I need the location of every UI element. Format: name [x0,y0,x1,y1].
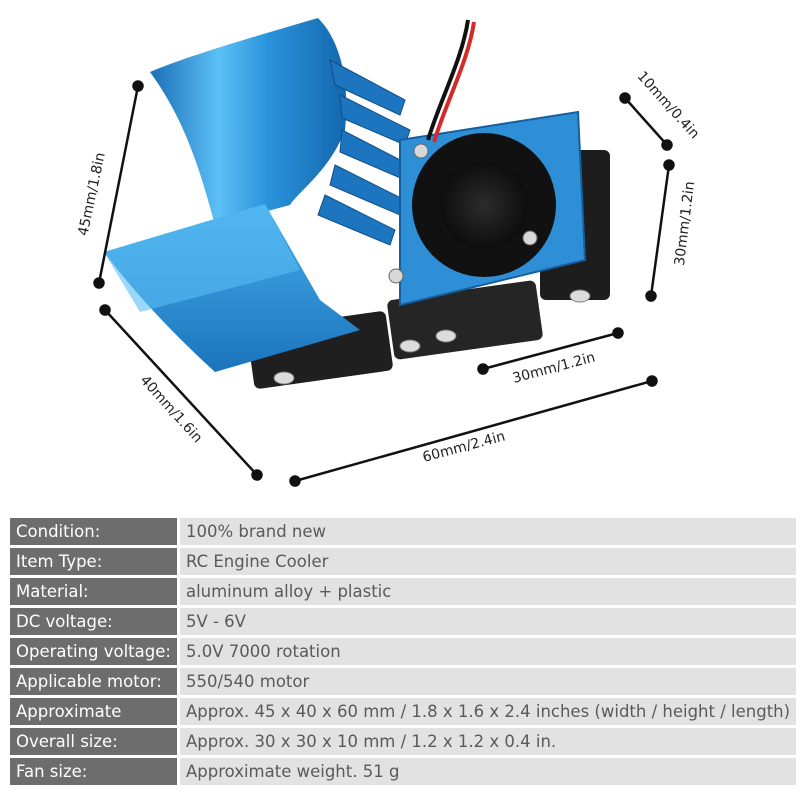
screw [522,230,538,246]
motor-heatsink [104,18,610,389]
spec-table: Condition:100% brand new Item Type:RC En… [10,515,797,788]
dim-label-fan-thickness: 10mm/0.4in [634,68,703,142]
spec-value: 5V - 6V [176,608,797,635]
table-row: Condition:100% brand new [10,518,797,545]
spec-value: Approximate weight. 51 g [176,758,797,785]
table-row: Fan size:Approximate weight. 51 g [10,758,797,785]
spec-label: Approximate [10,698,177,725]
spec-label: Material: [10,578,177,605]
spec-value: RC Engine Cooler [176,548,797,575]
dim-label-fan-height: 30mm/1.2in [672,180,698,266]
table-row: Operating voltage:5.0V 7000 rotation [10,638,797,665]
screw [388,268,404,284]
fan-block-middle [387,280,543,360]
spec-label: Operating voltage: [10,638,177,665]
spec-value: Approx. 30 x 30 x 10 mm / 1.2 x 1.2 x 0.… [176,728,797,755]
fan-hub [440,161,528,249]
mounting-screws [273,289,591,385]
table-row: Applicable motor:550/540 motor [10,668,797,695]
spec-label: DC voltage: [10,608,177,635]
spec-value: 5.0V 7000 rotation [176,638,797,665]
spec-label: Applicable motor: [10,668,177,695]
spec-value: Approx. 45 x 40 x 60 mm / 1.8 x 1.6 x 2.… [176,698,797,725]
table-row: Overall size:Approx. 30 x 30 x 10 mm / 1… [10,728,797,755]
dimension-lines [93,80,675,487]
table-row: DC voltage:5V - 6V [10,608,797,635]
table-row: Material:aluminum alloy + plastic [10,578,797,605]
fan-wire-red [432,21,476,143]
spec-value: aluminum alloy + plastic [176,578,797,605]
product-illustration: 45mm/1.8in 40mm/1.6in 60mm/2.4in 30mm/1.… [75,18,703,487]
dim-label-fan-width: 30mm/1.2in [511,349,597,386]
fan-wire-black [426,19,470,141]
spec-value: 550/540 motor [176,668,797,695]
spec-label: Overall size: [10,728,177,755]
screw [413,143,429,159]
table-row: Item Type:RC Engine Cooler [10,548,797,575]
spec-value: 100% brand new [176,518,797,545]
spec-label: Fan size: [10,758,177,785]
heatsink-shell [150,18,347,225]
dim-label-height: 45mm/1.8in [75,151,108,237]
spec-label: Item Type: [10,548,177,575]
spec-label: Condition: [10,518,177,545]
